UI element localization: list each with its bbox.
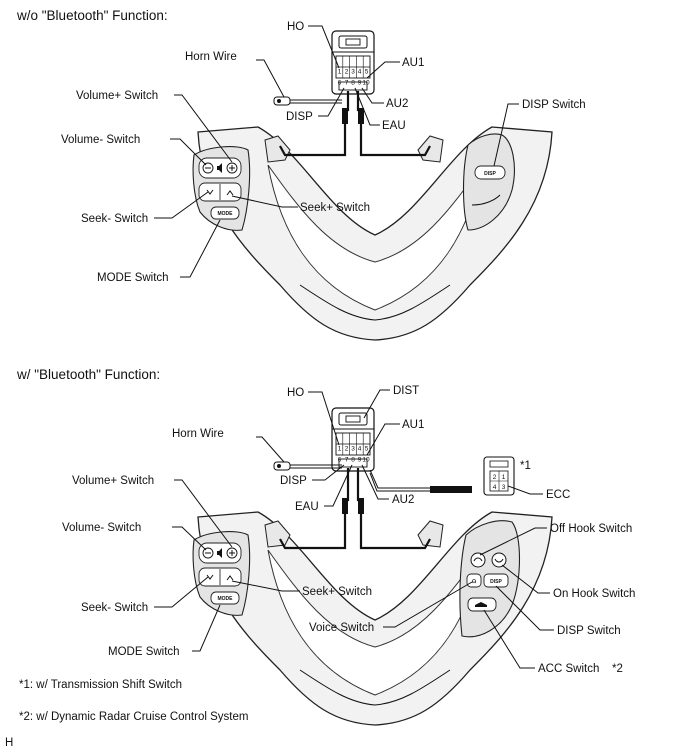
left-switch-pad: MODE — [192, 146, 251, 231]
svg-text:4: 4 — [358, 69, 362, 76]
label-disp: DISP — [286, 111, 313, 123]
label-seek-minus: Seek- Switch — [81, 213, 148, 225]
label-eau: EAU — [382, 120, 406, 132]
svg-text:7: 7 — [345, 80, 349, 87]
label-au1: AU1 — [402, 57, 424, 69]
label-seek-plus: Seek+ Switch — [302, 586, 372, 598]
label-seek-minus: Seek- Switch — [81, 602, 148, 614]
svg-text:1: 1 — [502, 474, 506, 481]
label-ho: HO — [287, 387, 304, 399]
seek-up-icon — [226, 575, 234, 581]
cruise-icon — [475, 602, 487, 607]
section-heading: w/o "Bluetooth" Function: — [16, 8, 168, 23]
svg-text:3: 3 — [502, 484, 506, 491]
label-mode: MODE Switch — [108, 646, 180, 658]
svg-text:3: 3 — [351, 69, 355, 76]
seek-up-icon — [226, 190, 234, 196]
section-heading: w/ "Bluetooth" Function: — [16, 367, 160, 382]
footnote-2: *2: w/ Dynamic Radar Cruise Control Syst… — [19, 711, 248, 723]
off-hook-button[interactable] — [470, 552, 486, 568]
svg-text:10: 10 — [362, 457, 370, 464]
ecc-connector: 2 1 4 3 — [483, 456, 515, 496]
svg-text:8: 8 — [351, 457, 355, 464]
svg-text:3: 3 — [351, 446, 355, 453]
label-disp-switch: DISP Switch — [557, 625, 621, 637]
seek-down-icon — [206, 574, 214, 580]
disp-button[interactable] — [483, 573, 509, 588]
label-horn-wire: Horn Wire — [172, 428, 224, 440]
label-au1: AU1 — [402, 419, 424, 431]
svg-text:7: 7 — [345, 457, 349, 464]
svg-text:5: 5 — [365, 69, 369, 76]
label-off-hook: Off Hook Switch — [550, 523, 632, 535]
svg-text:2: 2 — [345, 69, 349, 76]
disp-button-text: DISP — [484, 171, 496, 177]
footnote-1: *1: w/ Transmission Shift Switch — [19, 679, 182, 691]
svg-text:9: 9 — [358, 457, 362, 464]
svg-text:6: 6 — [338, 80, 342, 87]
corner-mark: H — [5, 737, 13, 749]
label-on-hook: On Hook Switch — [553, 588, 635, 600]
mode-button-text: MODE — [218, 596, 234, 602]
svg-text:1: 1 — [338, 446, 342, 453]
disp-button[interactable] — [474, 165, 506, 180]
svg-text:2: 2 — [345, 446, 349, 453]
label-disp: DISP — [280, 475, 307, 487]
label-ecc: ECC — [546, 489, 570, 501]
label-eau: EAU — [295, 501, 319, 513]
label-horn-wire: Horn Wire — [185, 51, 237, 63]
section-without-bluetooth: w/o "Bluetooth" Function: MODE DISP — [16, 8, 586, 341]
speaker-icon — [217, 163, 222, 173]
svg-text:8: 8 — [351, 80, 355, 87]
voice-icon: ☊ — [472, 579, 477, 585]
svg-text:10: 10 — [362, 80, 370, 87]
svg-text:1: 1 — [338, 69, 342, 76]
mode-button[interactable] — [210, 206, 240, 220]
svg-text:4: 4 — [493, 484, 497, 491]
svg-text:2: 2 — [493, 474, 497, 481]
seek-down-icon — [206, 189, 214, 195]
mode-button[interactable] — [210, 591, 240, 605]
right-switch-pad: ☊ DISP — [459, 520, 521, 638]
label-au2: AU2 — [386, 98, 408, 110]
label-mode: MODE Switch — [97, 272, 169, 284]
label-ecc-note: *1 — [520, 460, 531, 472]
voice-button[interactable] — [466, 573, 482, 588]
left-switch-pad: MODE — [192, 531, 251, 616]
label-acc-note: *2 — [612, 663, 623, 675]
speaker-icon — [217, 548, 222, 558]
label-volume-minus: Volume- Switch — [61, 134, 140, 146]
label-disp-switch: DISP Switch — [522, 99, 586, 111]
svg-text:9: 9 — [358, 80, 362, 87]
off-hook-icon — [473, 557, 483, 562]
label-au2: AU2 — [392, 494, 414, 506]
label-volume-plus: Volume+ Switch — [76, 90, 158, 102]
disp-button-text: DISP — [490, 579, 502, 585]
label-voice: Voice Switch — [309, 622, 374, 634]
label-seek-plus: Seek+ Switch — [300, 202, 370, 214]
svg-text:6: 6 — [338, 457, 342, 464]
on-hook-icon — [494, 558, 504, 563]
right-switch-pad: DISP — [462, 133, 515, 231]
label-ho: HO — [287, 21, 304, 33]
mode-button-text: MODE — [218, 211, 234, 217]
label-volume-plus: Volume+ Switch — [72, 475, 154, 487]
svg-text:4: 4 — [358, 446, 362, 453]
label-volume-minus: Volume- Switch — [62, 522, 141, 534]
svg-text:5: 5 — [365, 446, 369, 453]
on-hook-button[interactable] — [491, 552, 507, 568]
label-acc: ACC Switch — [538, 663, 599, 675]
section-with-bluetooth: w/ "Bluetooth" Function: MODE — [16, 367, 635, 726]
label-dist: DIST — [393, 385, 419, 397]
